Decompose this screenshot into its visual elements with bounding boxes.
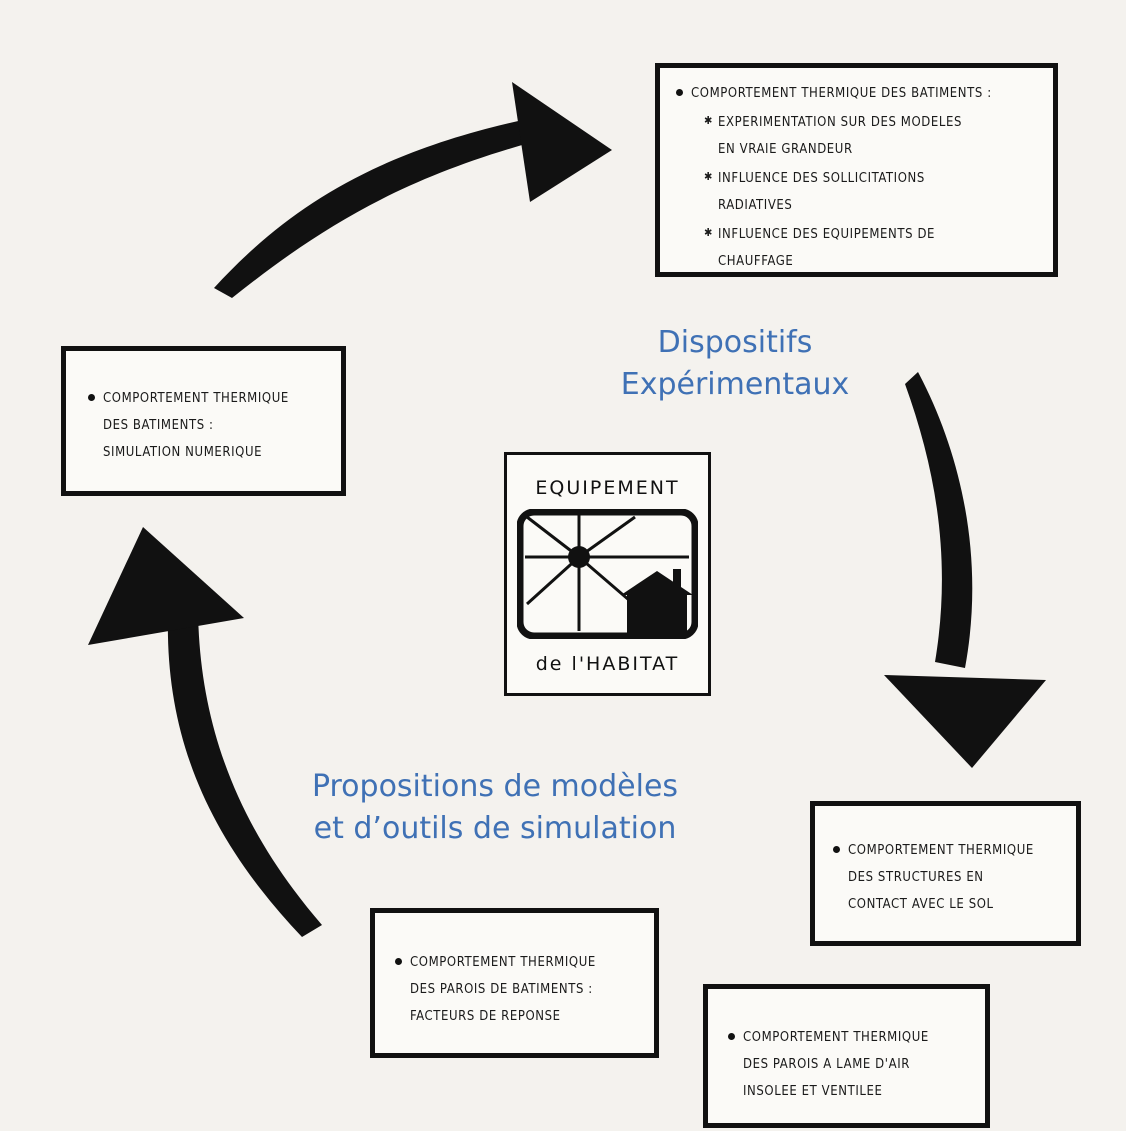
box-line: FACTEURS DE REPONSE — [410, 1009, 561, 1024]
asterisk-icon: ✱ — [704, 114, 713, 127]
box-line: DES PAROIS DE BATIMENTS : — [410, 982, 593, 997]
bullet-icon — [833, 846, 840, 853]
list-item: ✱EXPERIMENTATION SUR DES MODELES — [676, 107, 1053, 136]
box-ground-contact: COMPORTEMENT THERMIQUE DES STRUCTURES EN… — [810, 801, 1081, 946]
caption-models: Propositions de modèles et d’outils de s… — [311, 769, 679, 846]
bullet-icon — [395, 958, 402, 965]
logo-bottom-text: de l'HABITAT — [535, 653, 680, 675]
list-item-continuation: RADIATIVES — [718, 198, 793, 213]
box-line: COMPORTEMENT THERMIQUE — [395, 949, 654, 976]
box-response-factors: COMPORTEMENT THERMIQUE DES PAROIS DE BAT… — [370, 908, 659, 1058]
box-line: SIMULATION NUMERIQUE — [103, 445, 263, 460]
list-item-continuation: EN VRAIE GRANDEUR — [718, 142, 853, 157]
asterisk-icon: ✱ — [704, 226, 713, 239]
box-experimental-buildings: COMPORTEMENT THERMIQUE DES BATIMENTS : ✱… — [655, 63, 1058, 277]
box-line: DES STRUCTURES EN — [848, 870, 984, 885]
logo-top-text: EQUIPEMENT — [535, 477, 680, 499]
arrow-top-left — [214, 82, 612, 298]
box-line: DES BATIMENTS : — [103, 418, 214, 433]
caption-experimental: Dispositifs Expérimentaux — [620, 325, 850, 402]
box-numerical-simulation: COMPORTEMENT THERMIQUE DES BATIMENTS : S… — [61, 346, 346, 496]
list-item: ✱INFLUENCE DES EQUIPEMENTS DE — [676, 219, 1053, 248]
box-heading: COMPORTEMENT THERMIQUE DES BATIMENTS : — [676, 80, 1053, 107]
bullet-icon — [88, 394, 95, 401]
box-line: COMPORTEMENT THERMIQUE — [728, 1024, 985, 1051]
arrow-right — [884, 372, 1046, 768]
box-line: DES PAROIS A LAME D'AIR — [743, 1057, 910, 1072]
box-line: COMPORTEMENT THERMIQUE — [88, 385, 341, 412]
equipement-habitat-logo: EQUIPEMENT de l'HABITAT — [504, 452, 711, 696]
box-ventilated-air-gap: COMPORTEMENT THERMIQUE DES PAROIS A LAME… — [703, 984, 990, 1128]
asterisk-icon: ✱ — [704, 170, 713, 183]
box-line: CONTACT AVEC LE SOL — [848, 897, 994, 912]
sun-house-icon — [517, 509, 698, 639]
box-line: INSOLEE ET VENTILEE — [743, 1084, 883, 1099]
list-item: ✱INFLUENCE DES SOLLICITATIONS — [676, 163, 1053, 192]
bullet-icon — [676, 89, 683, 96]
bullet-icon — [728, 1033, 735, 1040]
box-line: COMPORTEMENT THERMIQUE — [833, 837, 1076, 864]
list-item-continuation: CHAUFFAGE — [718, 254, 794, 269]
arrow-left — [88, 527, 322, 937]
